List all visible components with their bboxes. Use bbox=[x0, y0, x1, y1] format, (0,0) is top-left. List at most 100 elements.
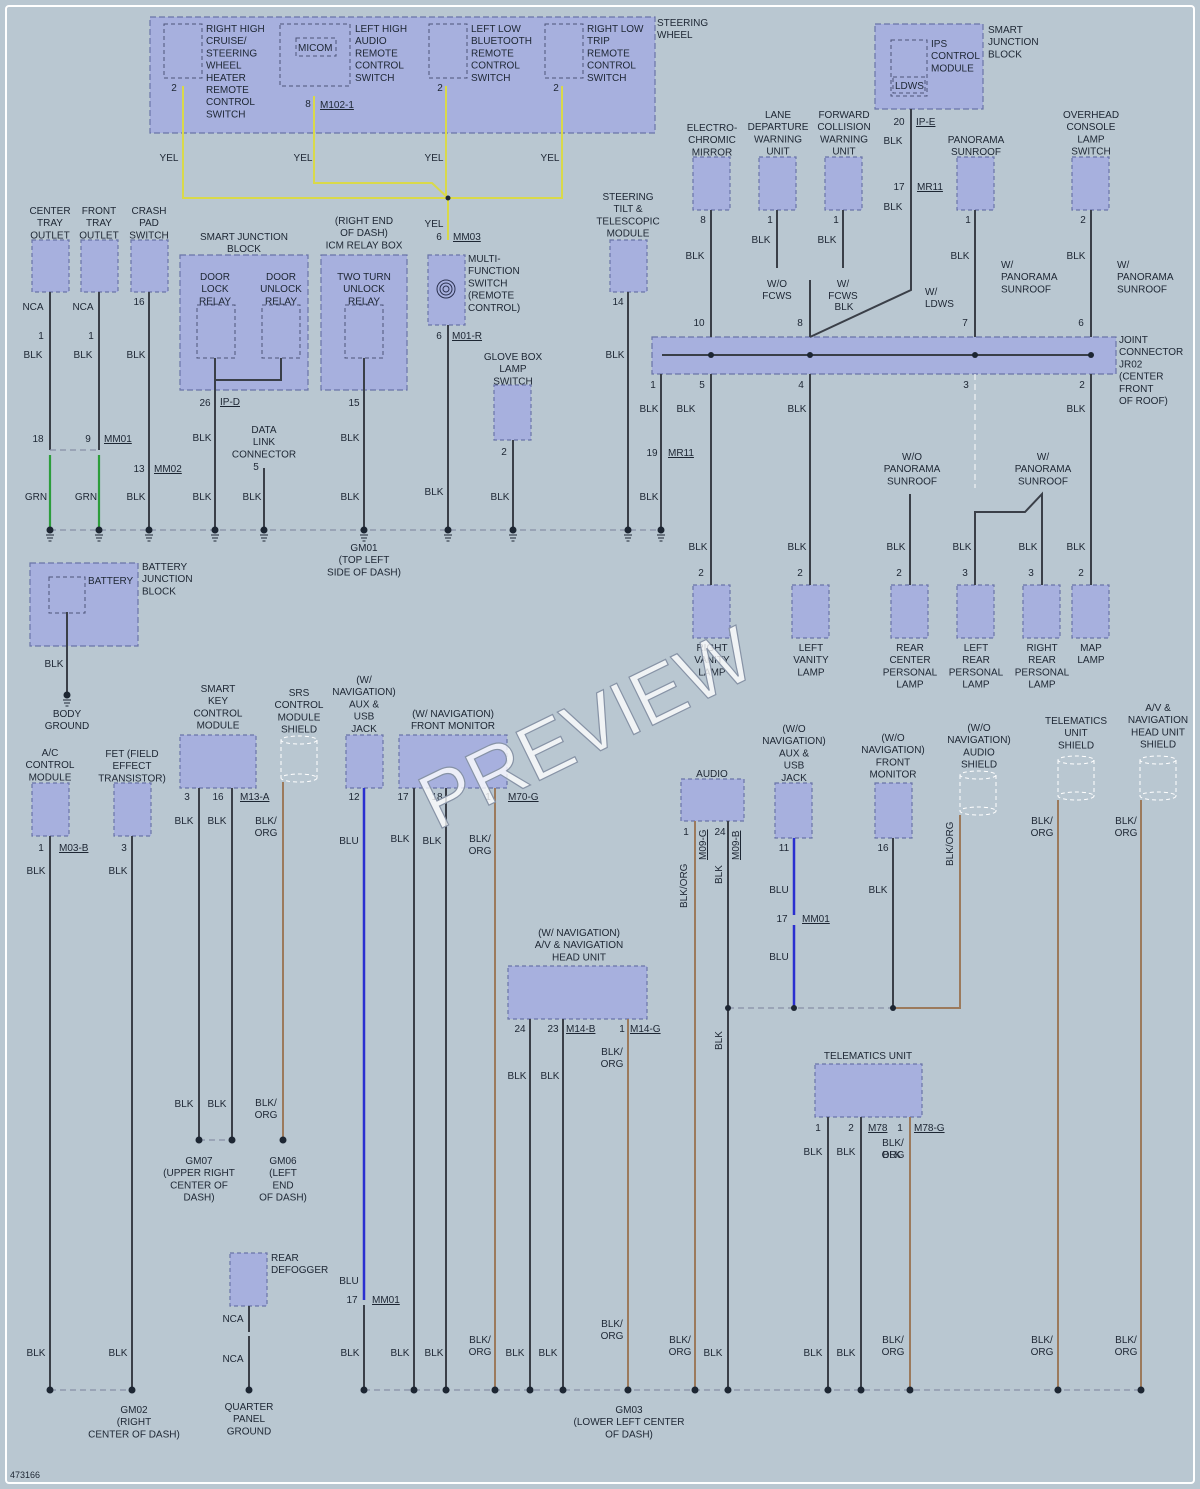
label-pins-1: 2 bbox=[553, 83, 559, 94]
glove-box-lamp-switch bbox=[493, 384, 532, 441]
label-pins-1: 2 bbox=[848, 1123, 854, 1134]
label-wire-blk: BLK bbox=[74, 350, 93, 361]
label-pins-16: 17 bbox=[776, 914, 788, 925]
label-pins-1: 2 bbox=[171, 83, 177, 94]
label-pins-7: 8 bbox=[797, 318, 803, 329]
rear-defogger bbox=[229, 1252, 268, 1307]
label-conn-m78g: M78-G bbox=[914, 1123, 945, 1134]
label-wire-blk_org: BLK/ORG bbox=[255, 816, 278, 839]
label-conn-mm03: MM03 bbox=[453, 232, 481, 243]
label-wire-blk_org: BLK/ORG bbox=[882, 1335, 905, 1358]
label-wire-blk: BLK bbox=[508, 1071, 527, 1082]
label-wire-grn: GRN bbox=[25, 492, 47, 503]
label-conn-m14g: M14-G bbox=[630, 1024, 661, 1035]
label-wire-blk: BLK bbox=[835, 302, 854, 313]
label-wire-blk: BLK bbox=[193, 492, 212, 503]
label-pins-19: 20 bbox=[893, 117, 905, 128]
rear-center-personal-lamp bbox=[890, 584, 929, 639]
label-wire-blk: BLK bbox=[127, 492, 146, 503]
label-conn-m09g: M09-G bbox=[698, 829, 709, 860]
label-wire-nca: NCA bbox=[72, 302, 93, 313]
label-conn-m01r: M01-R bbox=[452, 331, 482, 342]
map-lamp bbox=[1071, 584, 1110, 639]
label-conn-m78: M78 bbox=[868, 1123, 888, 1134]
label-pins-2: 3 bbox=[121, 843, 127, 854]
label-wire-blk_org: BLK/ORG bbox=[469, 834, 492, 857]
label-wire-blk: BLK bbox=[837, 1348, 856, 1359]
wo-nav-front-monitor bbox=[874, 782, 913, 839]
ground-points bbox=[46, 526, 1145, 1394]
label-wire-blk: BLK bbox=[491, 492, 510, 503]
label-wire-blk: BLK bbox=[752, 235, 771, 246]
label-wire-blk: BLK bbox=[208, 1099, 227, 1110]
label-wire-blk: BLK bbox=[45, 659, 64, 670]
label-pins-1: 2 bbox=[1080, 215, 1086, 226]
label-pins-9: 10 bbox=[693, 318, 705, 329]
label-wire-blk: BLK bbox=[423, 836, 442, 847]
label-pins-17: 18 bbox=[32, 434, 44, 445]
label-wire-blk: BLK bbox=[193, 433, 212, 444]
label-conn-mm02: MM02 bbox=[154, 464, 182, 475]
label-wire-blk_org: BLK/ORG bbox=[255, 1098, 278, 1121]
label-wire-blk: BLK bbox=[1019, 542, 1038, 553]
label-pins-0: 1 bbox=[38, 331, 44, 342]
telematics-shield bbox=[1057, 755, 1095, 801]
label-pins-5: 6 bbox=[436, 331, 442, 342]
label-wire-blk: BLK bbox=[884, 202, 903, 213]
label-wire-nca: NCA bbox=[222, 1354, 243, 1365]
av-head-unit-shield bbox=[1139, 755, 1177, 801]
label-wire-blk: BLK bbox=[127, 350, 146, 361]
label-wire-blkorg: BLK/ORG bbox=[945, 821, 956, 866]
label-pins-1: 2 bbox=[501, 447, 507, 458]
label-pins-0: 1 bbox=[815, 1123, 821, 1134]
label-pins-2: 3 bbox=[962, 568, 968, 579]
electrochromic-mirror bbox=[692, 156, 731, 211]
label-conn-m102: M102-1 bbox=[320, 100, 354, 111]
label-wire-blk_org: BLK/ORG bbox=[882, 1138, 905, 1161]
left-vanity-lamp bbox=[791, 584, 830, 639]
label-pins-0: 1 bbox=[897, 1123, 903, 1134]
label-wire-nca: NCA bbox=[22, 302, 43, 313]
label-labels-w_nav_front: (W/ NAVIGATION)FRONT MONITOR bbox=[411, 709, 495, 732]
smart-junction-block-left bbox=[179, 254, 309, 391]
label-pins-0: 1 bbox=[965, 215, 971, 226]
fet-transistor bbox=[113, 782, 152, 837]
steering-tilt-module bbox=[609, 239, 648, 293]
label-wire-blk: BLK bbox=[640, 492, 659, 503]
label-pins-0: 1 bbox=[485, 792, 491, 803]
label-pins-16: 17 bbox=[893, 182, 905, 193]
label-pins-0: 1 bbox=[88, 331, 94, 342]
label-wire-blk: BLK bbox=[689, 542, 708, 553]
left-rear-personal-lamp bbox=[956, 584, 995, 639]
smart-junction-block-top bbox=[874, 23, 984, 110]
label-wire-blk: BLK bbox=[341, 492, 360, 503]
label-wire-blk: BLK bbox=[714, 865, 725, 884]
multi-function-switch bbox=[427, 254, 466, 326]
ac-control-module bbox=[31, 782, 70, 837]
label-wire-blu: BLU bbox=[769, 952, 788, 963]
label-pins-1: 2 bbox=[797, 568, 803, 579]
label-wire-blkorg: BLK/ORG bbox=[679, 863, 690, 908]
label-pins-5: 6 bbox=[1078, 318, 1084, 329]
label-labels-audio: AUDIO bbox=[696, 769, 728, 780]
label-wire-blk_org: BLK/ORG bbox=[601, 1047, 624, 1070]
